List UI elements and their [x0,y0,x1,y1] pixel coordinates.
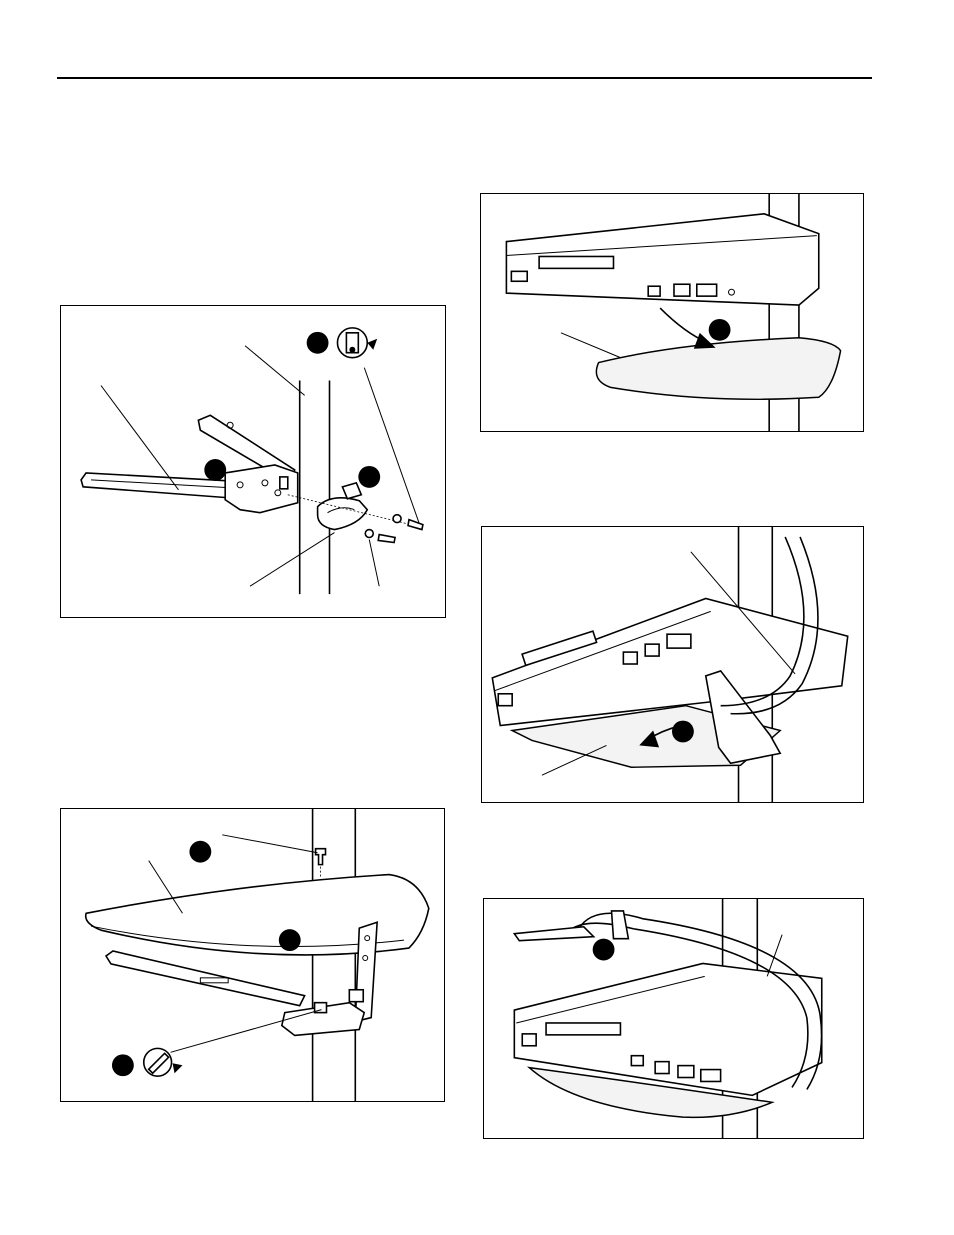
callout-marker [204,459,226,481]
strap-tighten-illustration [484,899,863,1138]
callout-marker [279,929,301,951]
tighten-rotate-icon [337,328,377,358]
figure-shelf-attach [60,808,445,1102]
callout-marker [709,319,731,341]
callout-marker [112,1054,134,1076]
header-rule [57,77,872,79]
callout-marker [593,939,615,961]
callout-marker [358,466,380,488]
wrench-rotate-icon [144,1048,183,1076]
strap-route-illustration [482,527,863,802]
bracket-assembly-illustration [61,306,445,617]
callout-marker [307,332,329,354]
figure-bracket-assembly [60,305,446,618]
figure-strap-tighten [483,898,864,1139]
callout-marker [672,721,694,743]
shelf-attach-illustration [61,809,444,1101]
place-device-illustration [481,194,863,431]
callout-marker [189,841,211,863]
figure-place-device [480,193,864,432]
figure-strap-route [481,526,864,803]
